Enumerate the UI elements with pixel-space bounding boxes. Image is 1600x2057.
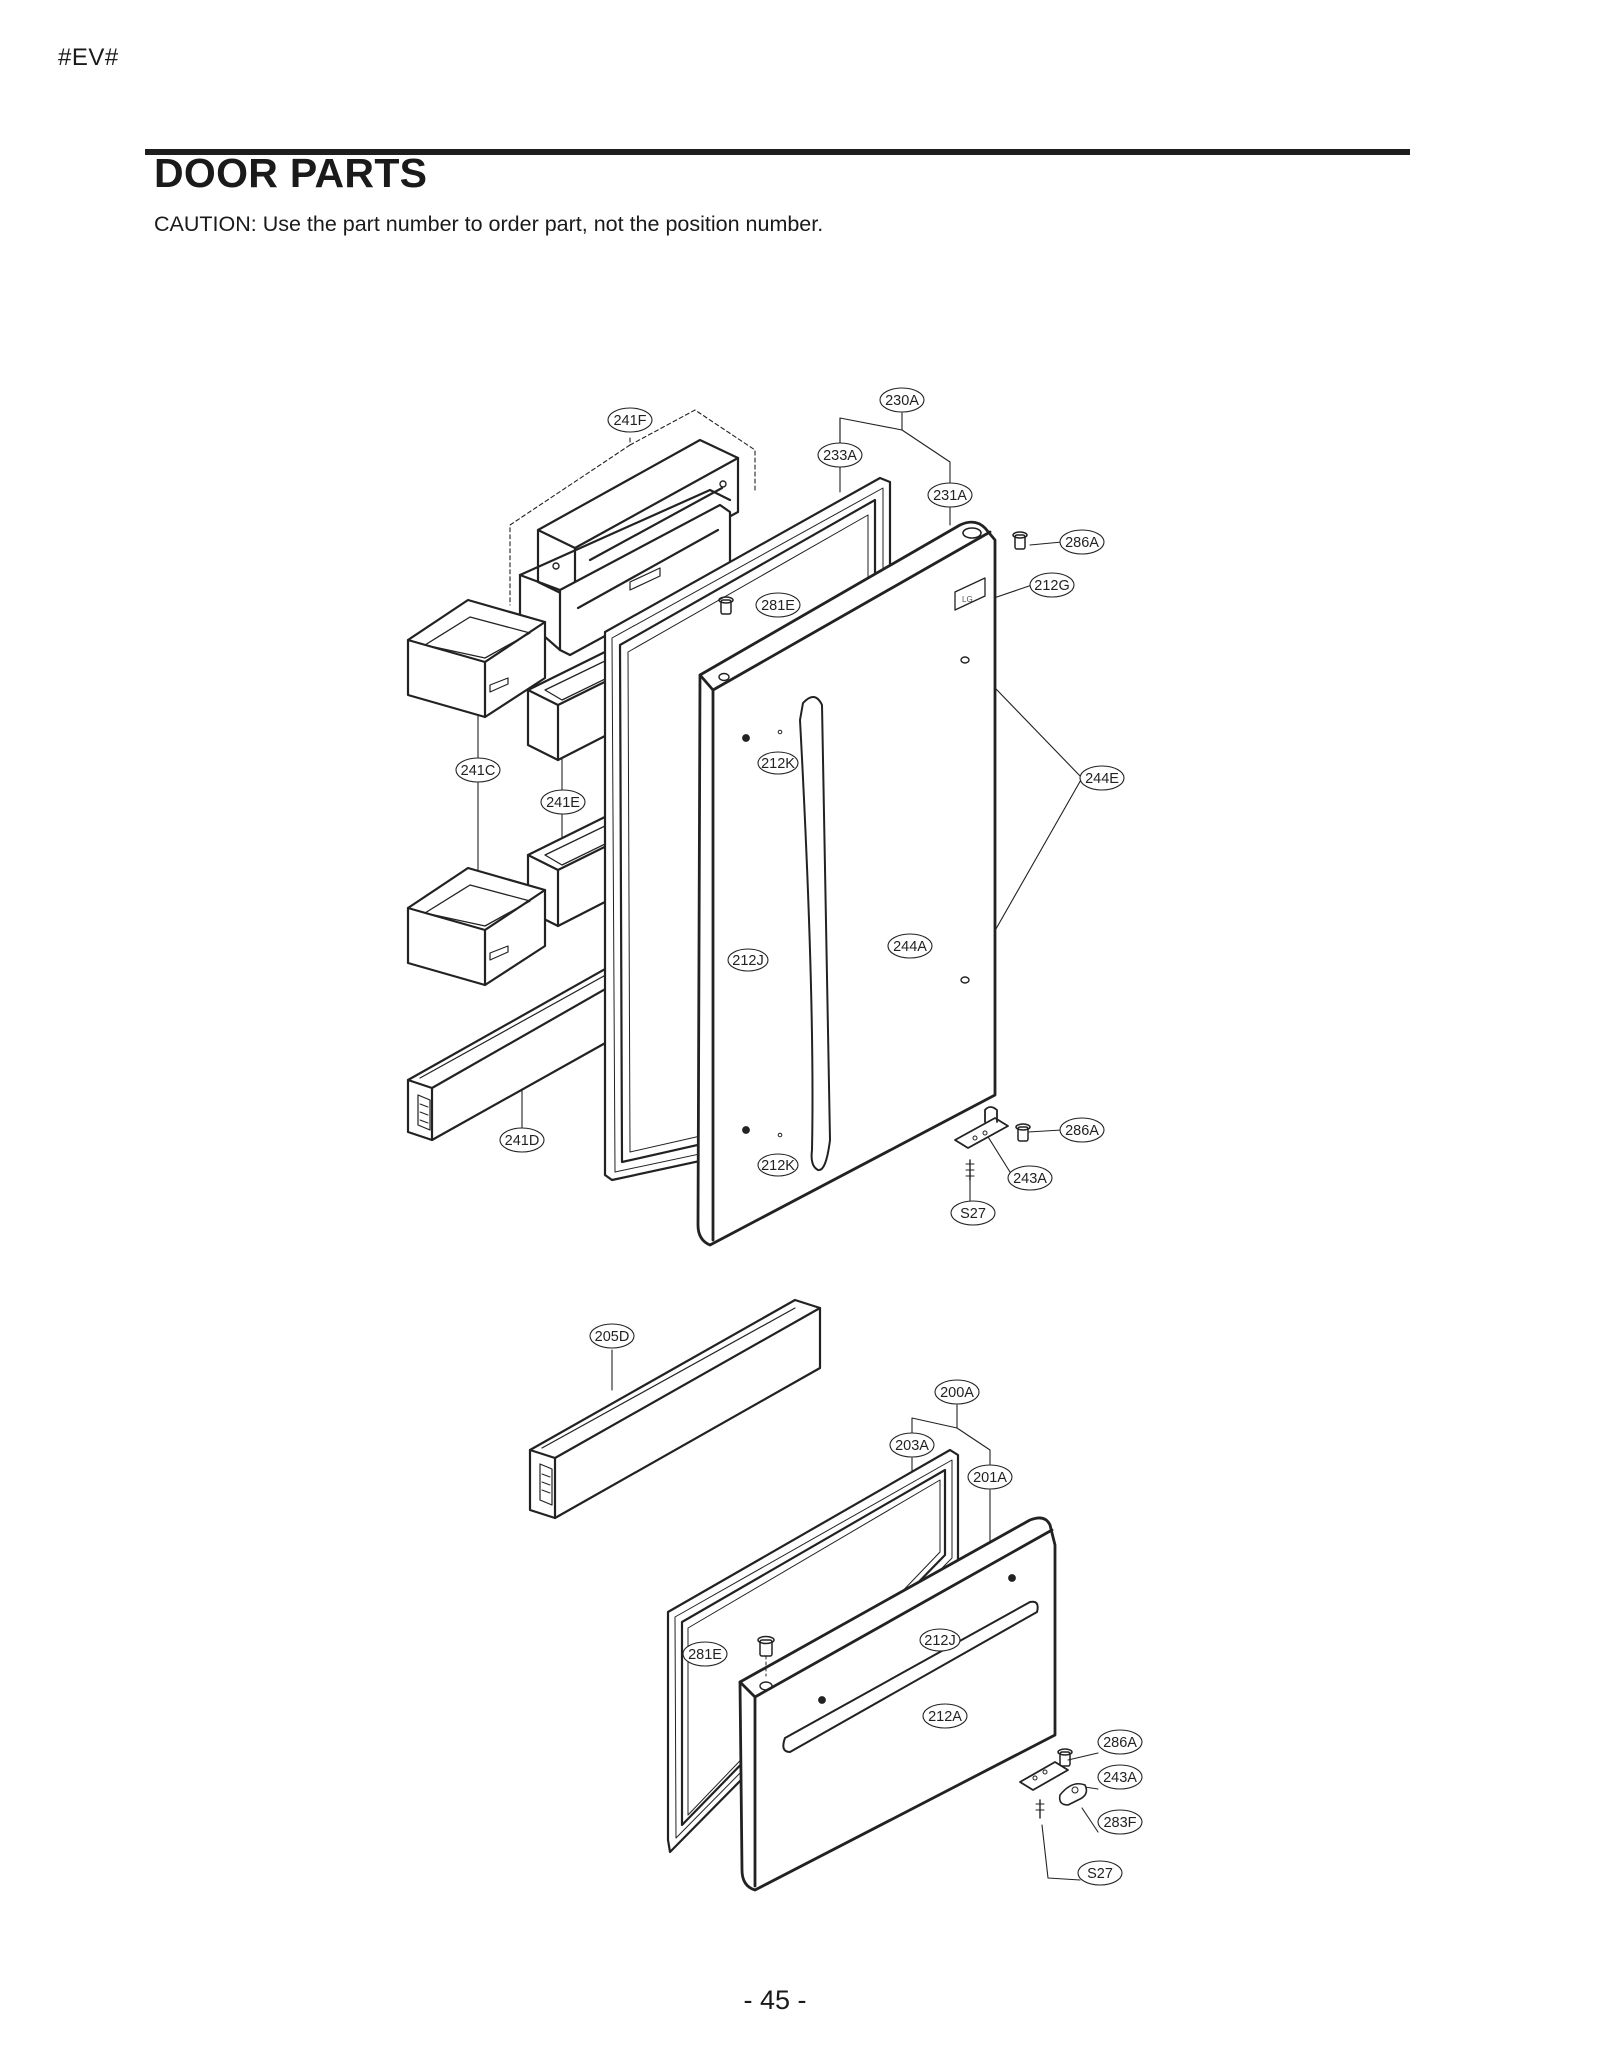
- callout-label: 241C: [461, 763, 496, 779]
- cap-286A-top: [1012, 531, 1028, 550]
- callout-212A: 212A: [922, 1703, 968, 1729]
- callout-label: 212K: [761, 756, 795, 772]
- callout-212K-bottom: 212K: [757, 1153, 799, 1177]
- callout-212G: 212G: [1029, 572, 1075, 598]
- callout-205D: 205D: [589, 1323, 635, 1349]
- callout-label: 201A: [973, 1470, 1007, 1486]
- small-bin-241C-upper: [406, 598, 547, 719]
- callout-241C: 241C: [455, 757, 501, 783]
- callout-label: S27: [1087, 1866, 1113, 1882]
- stopper-283F: [1058, 1782, 1088, 1806]
- callout-label: 241E: [546, 795, 580, 811]
- svg-text:LG: LG: [962, 595, 973, 604]
- callout-label: 286A: [1103, 1735, 1137, 1751]
- callout-243A-bottom: 243A: [1097, 1764, 1143, 1790]
- callout-230A: 230A: [879, 387, 925, 413]
- callout-200A: 200A: [934, 1379, 980, 1405]
- callout-label: 203A: [895, 1438, 929, 1454]
- callout-241F: 241F: [607, 407, 653, 433]
- top-dairy-bin-241F: [536, 438, 740, 602]
- callout-233A: 233A: [817, 442, 863, 468]
- cap-281E-bottom: [757, 1635, 775, 1677]
- callout-231A: 231A: [927, 482, 973, 508]
- small-bin-241C-lower: [406, 866, 547, 987]
- callout-label: 233A: [823, 448, 857, 464]
- callout-286A-mid: 286A: [1059, 1117, 1105, 1143]
- document-code: #EV#: [58, 44, 119, 71]
- callout-243A-mid: 243A: [1007, 1165, 1053, 1191]
- callout-label: 230A: [885, 393, 919, 409]
- callout-label: 212J: [732, 953, 763, 969]
- callout-label: 243A: [1013, 1171, 1047, 1187]
- callout-286A-top: 286A: [1059, 529, 1105, 555]
- hinge-243A-mid: [954, 1106, 1009, 1181]
- callout-212K-top: 212K: [757, 751, 799, 775]
- callout-labels: 241F 230A 233A 231A 286A 212G 281E 212K …: [455, 387, 1143, 1886]
- callout-244E: 244E: [1079, 765, 1125, 791]
- callout-label: 286A: [1065, 1123, 1099, 1139]
- lower-door-201A: [738, 1516, 1057, 1892]
- callout-label: 212K: [761, 1158, 795, 1174]
- callout-label: 231A: [933, 488, 967, 504]
- callout-212J-top: 212J: [727, 948, 769, 972]
- callout-281E-top: 281E: [755, 592, 801, 618]
- callout-label: 212G: [1034, 578, 1069, 594]
- callout-label: S27: [960, 1206, 986, 1222]
- page-number: - 45 -: [743, 1985, 807, 2015]
- callout-label: 244A: [893, 939, 927, 955]
- cap-286A-bottom: [1057, 1748, 1073, 1767]
- callout-S27-mid: S27: [950, 1200, 996, 1226]
- callout-label: 200A: [940, 1385, 974, 1401]
- callout-281E-bottom: 281E: [682, 1641, 728, 1667]
- top-tray-bin: [518, 488, 732, 657]
- callout-label: 205D: [595, 1329, 630, 1345]
- callout-241E: 241E: [540, 789, 586, 815]
- callout-label: 212A: [928, 1709, 962, 1725]
- upper-door-231A: LG: [696, 520, 997, 1247]
- callout-label: 281E: [761, 598, 795, 614]
- callout-label: 244E: [1085, 771, 1119, 787]
- callout-label: 286A: [1065, 535, 1099, 551]
- freezer-shelf-205D: [528, 1298, 822, 1520]
- callout-244A: 244A: [887, 933, 933, 959]
- callout-203A: 203A: [889, 1432, 935, 1458]
- callout-S27-bottom: S27: [1077, 1860, 1123, 1886]
- callout-label: 283F: [1103, 1815, 1136, 1831]
- callout-label: 281E: [688, 1647, 722, 1663]
- hinge-243A-bottom: [1019, 1761, 1069, 1819]
- callout-label: 212J: [924, 1633, 955, 1649]
- callout-286A-bottom: 286A: [1097, 1729, 1143, 1755]
- callout-212J-bottom: 212J: [919, 1628, 961, 1652]
- callout-283F: 283F: [1097, 1809, 1143, 1835]
- caution-note: CAUTION: Use the part number to order pa…: [154, 212, 824, 236]
- callout-241D: 241D: [499, 1127, 545, 1153]
- callout-label: 241F: [613, 413, 646, 429]
- page-title: DOOR PARTS: [154, 150, 428, 196]
- cap-281E-top: [718, 596, 734, 615]
- callout-201A: 201A: [967, 1464, 1013, 1490]
- title-rule: [145, 149, 1410, 155]
- cap-286A-mid: [1015, 1123, 1031, 1142]
- callout-label: 241D: [505, 1133, 540, 1149]
- callout-label: 243A: [1103, 1770, 1137, 1786]
